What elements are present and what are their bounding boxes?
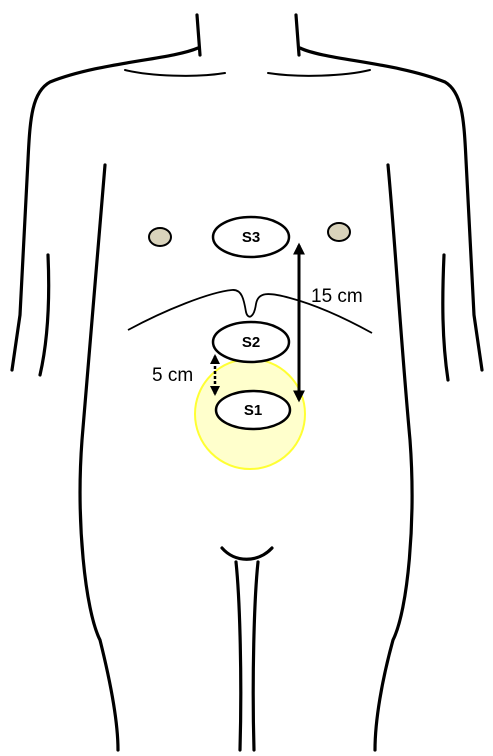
nipple-right <box>328 223 350 241</box>
clavicle-right <box>268 70 370 76</box>
neck-right <box>296 15 299 55</box>
right-torso <box>375 165 412 750</box>
distance-15cm-label: 15 cm <box>311 286 363 307</box>
nipple-left <box>149 228 171 246</box>
left-torso <box>80 165 118 750</box>
left-outline <box>12 48 198 370</box>
site-s1-label: S1 <box>244 402 262 419</box>
site-s3: S3 <box>213 217 289 257</box>
right-torso-side <box>443 255 448 380</box>
inner-leg-right <box>253 562 258 750</box>
crotch <box>222 548 272 559</box>
site-s1: S1 <box>216 391 290 429</box>
distance-5cm-label: 5 cm <box>152 365 193 386</box>
inner-leg-left <box>236 562 241 750</box>
clavicles <box>125 70 370 76</box>
site-s2: S2 <box>213 322 289 362</box>
site-s2-label: S2 <box>242 334 260 351</box>
clavicle-left <box>125 70 225 76</box>
left-torso-side <box>40 255 49 375</box>
site-s3-label: S3 <box>242 229 260 246</box>
